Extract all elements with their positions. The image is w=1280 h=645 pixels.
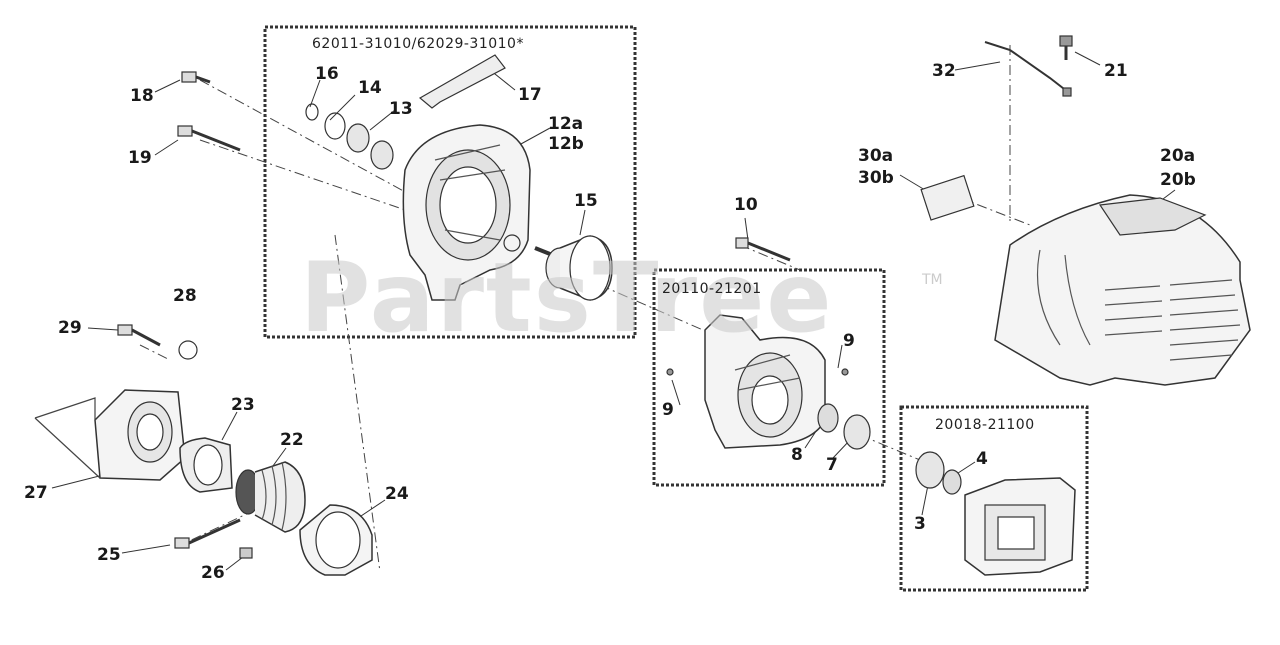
callout-14: 14	[358, 78, 382, 98]
assembly-code-crankcase-half: 20110-21201	[662, 281, 762, 297]
assembly-box-crankcase-other	[899, 405, 1089, 592]
seal-8	[817, 403, 839, 433]
clutch-spring-22	[235, 461, 306, 533]
bearing-3	[915, 451, 945, 489]
callout-19: 19	[128, 148, 152, 168]
callout-28: 28	[173, 286, 197, 306]
assembly-box-crankcase-kit	[263, 25, 637, 339]
bolt-25	[174, 518, 241, 549]
callout-17: 17	[518, 85, 542, 105]
callout-30b: 30b	[858, 168, 894, 188]
clutch-drum-24	[299, 504, 373, 576]
callout-22: 22	[280, 430, 304, 450]
callout-25: 25	[97, 545, 121, 565]
seal-4	[942, 469, 962, 495]
assembly-code-crankcase-kit: 62011-31010/62029-31010*	[312, 36, 524, 52]
callout-16: 16	[315, 64, 339, 84]
trademark-mark: TM	[922, 272, 943, 288]
clutch-drum-15	[534, 235, 613, 301]
callout-21: 21	[1104, 61, 1128, 81]
pin-9-right	[841, 368, 849, 376]
callout-23: 23	[231, 395, 255, 415]
callout-4: 4	[976, 449, 988, 469]
callout-27: 27	[24, 483, 48, 503]
engine-cover-20	[994, 194, 1251, 386]
clutch-housing-27	[34, 389, 186, 481]
clutch-shoe-23	[179, 437, 233, 493]
bolt-19	[177, 125, 241, 152]
bearing-13b	[370, 140, 394, 170]
arm-17	[418, 54, 506, 109]
callout-15: 15	[574, 191, 598, 211]
label-plate-30	[920, 174, 975, 221]
callout-29: 29	[58, 318, 82, 338]
bolt-18	[181, 71, 211, 84]
callout-12a: 12a	[548, 114, 584, 134]
callout-26: 26	[201, 563, 225, 583]
callout-12b: 12b	[548, 134, 584, 154]
washer-26	[239, 547, 253, 559]
callout-7: 7	[826, 455, 838, 475]
callout-20a: 20a	[1160, 146, 1196, 166]
bolt-29	[117, 324, 198, 360]
crankcase-12	[402, 124, 531, 301]
spark-plug-wire-32	[984, 41, 1072, 97]
callout-32: 32	[932, 61, 956, 81]
bearing-13a	[346, 123, 370, 153]
callout-18: 18	[130, 86, 154, 106]
crankcase-half-assembly	[666, 314, 849, 449]
callout-30a: 30a	[858, 146, 894, 166]
callout-9-right: 9	[843, 331, 855, 351]
bolt-21	[1059, 35, 1073, 60]
assembly-box-crankcase-half	[652, 268, 886, 487]
callout-10: 10	[734, 195, 758, 215]
crankcase-half-other	[964, 477, 1076, 576]
callout-3: 3	[914, 514, 926, 534]
callout-8: 8	[791, 445, 803, 465]
callout-13: 13	[389, 99, 413, 119]
callout-20b: 20b	[1160, 170, 1196, 190]
ring-16	[305, 103, 319, 121]
assembly-code-crankcase-other: 20018-21100	[935, 417, 1035, 433]
callout-24: 24	[385, 484, 409, 504]
pin-9-left	[666, 368, 674, 376]
bolt-10	[735, 237, 791, 262]
bearing-7	[843, 414, 871, 450]
seal-14	[324, 112, 346, 140]
callout-9-left: 9	[662, 400, 674, 420]
